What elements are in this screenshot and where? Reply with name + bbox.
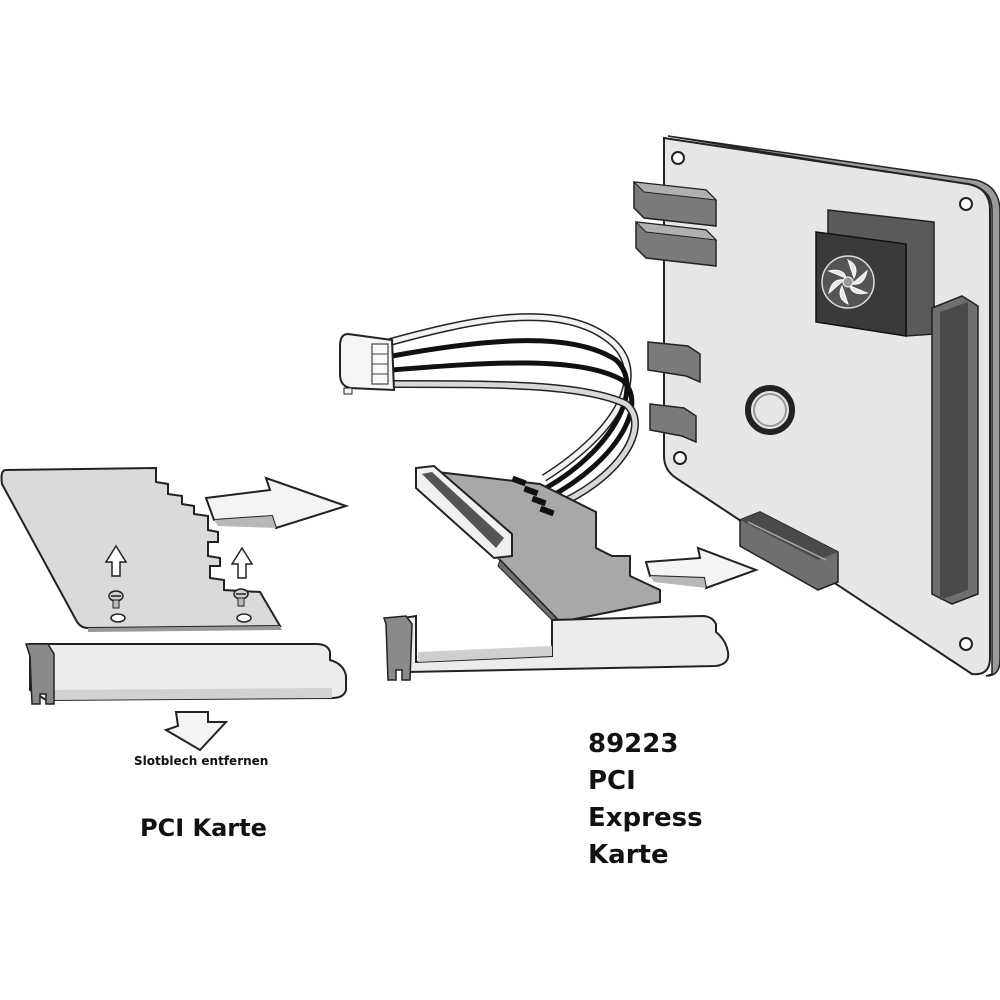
rear-io-port — [647, 341, 701, 384]
pcie-label-line: 89223 — [588, 729, 679, 759]
arrow-down-icon — [163, 711, 229, 752]
pci-card — [0, 466, 282, 632]
pcie-label-line: Express — [588, 803, 703, 833]
mount-hole — [110, 613, 126, 623]
rear-io-port — [634, 221, 718, 267]
remove-bracket-label: Slotblech entfernen — [134, 754, 269, 768]
adapter-pci-socket — [415, 464, 513, 560]
slot-bracket — [24, 643, 347, 705]
adapter-bracket — [382, 614, 730, 681]
rear-io-port — [632, 181, 718, 227]
motherboard — [632, 135, 1000, 677]
pcie-adapter-card — [382, 464, 730, 681]
pci-card-label: PCI Karte — [140, 814, 267, 842]
fan-icon — [821, 255, 875, 309]
mounting-hole — [959, 637, 973, 651]
pci-slot — [931, 295, 979, 605]
pcie-label-line: PCI — [588, 766, 636, 796]
pcie-card-label: 89223 PCI Express Karte — [588, 726, 703, 874]
molex-connector — [339, 332, 396, 395]
rear-io-port — [649, 403, 697, 444]
arrow-up-icon — [230, 546, 254, 579]
mounting-hole — [959, 197, 973, 211]
arrow-right-icon — [644, 546, 759, 590]
mount-hole — [236, 613, 252, 623]
cpu-cooler — [815, 209, 935, 337]
arrow-up-icon — [104, 544, 128, 577]
arrow-right-icon — [204, 476, 350, 530]
screw-icon — [108, 590, 124, 609]
pcie-slot — [739, 511, 839, 591]
pcie-label-line: Karte — [588, 840, 669, 870]
mounting-hole — [673, 451, 687, 465]
power-cable — [339, 313, 639, 512]
mounting-hole — [671, 151, 685, 165]
cmos-battery — [745, 385, 795, 435]
screw-icon — [233, 588, 249, 607]
